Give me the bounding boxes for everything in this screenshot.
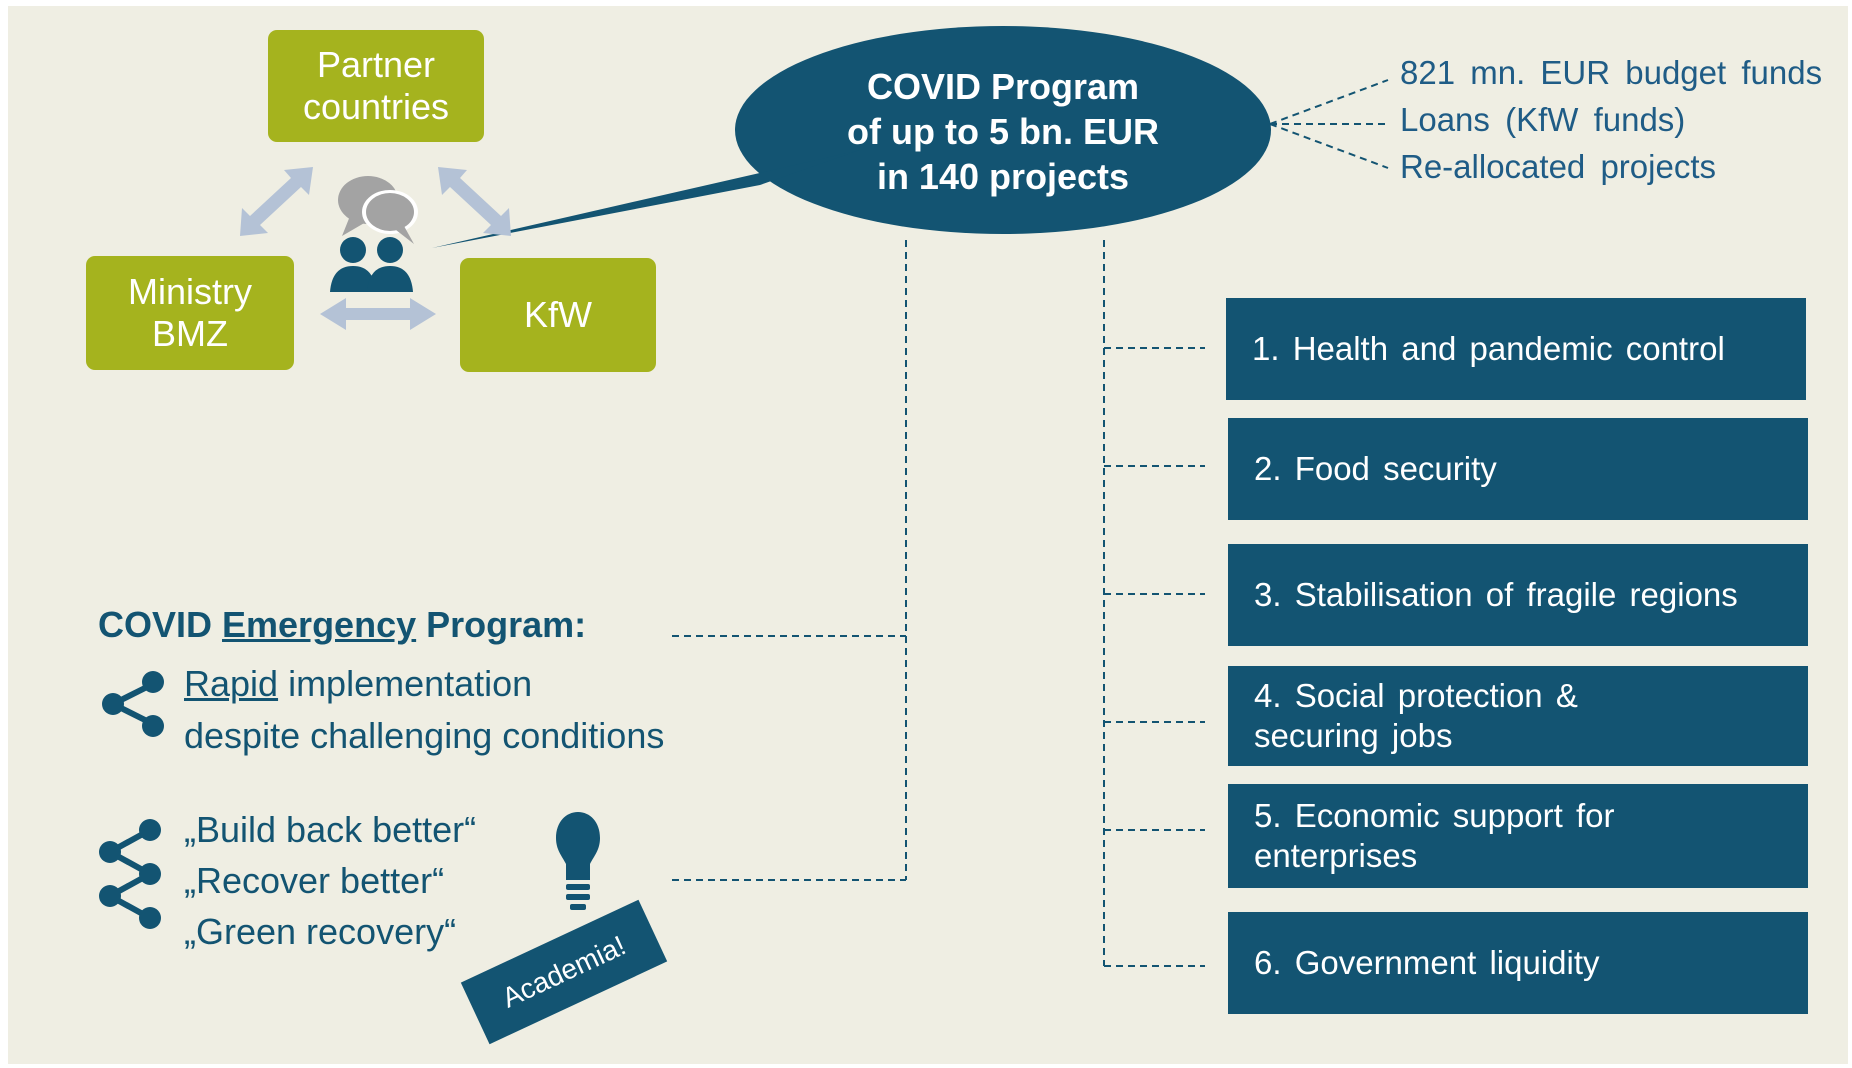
emergency-underlined: Emergency — [222, 604, 417, 645]
arrow-ministry-kfw — [320, 298, 436, 330]
people-icon — [330, 237, 413, 292]
category-label: 2. Food security — [1254, 450, 1497, 487]
rapid-line-2: despite challenging conditions — [184, 715, 665, 756]
partner-countries-box: Partner countries — [268, 30, 484, 142]
share-double-icon — [99, 819, 161, 929]
funding-item: Loans (KfW funds) — [1400, 101, 1686, 138]
slogan-item: „Build back better“ — [184, 809, 477, 850]
left-trunk — [672, 240, 907, 881]
program-line-1: COVID Program — [866, 66, 1140, 107]
rapid-rest: implementation — [278, 663, 533, 704]
lightbulb-icon — [556, 812, 600, 910]
rapid-implementation-text: Rapid implementation despite challenging… — [184, 658, 664, 762]
category-box: 3. Stabilisation of fragile regions — [1228, 544, 1808, 646]
ministry-bmz-box: Ministry BMZ — [86, 256, 294, 370]
category-label: 3. Stabilisation of fragile regions — [1254, 576, 1738, 613]
right-trunk — [1103, 240, 1205, 967]
kfw-box: KfW — [460, 258, 656, 372]
slogan-list: „Build back better“ „Recover better“ „Gr… — [184, 804, 476, 957]
category-box: 1. Health and pandemic control — [1226, 298, 1806, 400]
chat-bubbles-icon — [338, 176, 418, 244]
rapid-underlined: Rapid — [184, 663, 279, 704]
funding-connectors — [1269, 79, 1390, 169]
category-box: 4. Social protection &securing jobs — [1228, 666, 1808, 766]
emergency-suffix: Program: — [416, 604, 587, 645]
emergency-prefix: COVID — [98, 604, 223, 645]
category-label: 4. Social protection & — [1254, 677, 1578, 714]
program-title: COVID Program of up to 5 bn. EUR in 140 … — [790, 64, 1216, 199]
program-line-3: in 140 projects — [876, 156, 1130, 197]
arrow-partner-ministry — [240, 167, 313, 236]
category-label-2: enterprises — [1254, 837, 1418, 874]
category-label: 1. Health and pandemic control — [1252, 330, 1725, 367]
category-box: 6. Government liquidity — [1228, 912, 1808, 1014]
academia-badge — [460, 899, 668, 1045]
category-box: 2. Food security — [1228, 418, 1808, 520]
program-line-2: of up to 5 bn. EUR — [847, 111, 1159, 152]
program-bubble — [432, 26, 1271, 248]
actor-arrows — [240, 167, 511, 330]
funding-item: Re-allocated projects — [1400, 148, 1716, 185]
slogan-item: „Recover better“ — [184, 860, 445, 901]
funding-item: 821 mn. EUR budget funds — [1400, 54, 1823, 91]
arrow-partner-kfw — [438, 167, 511, 236]
emergency-heading: COVID Emergency Program: — [98, 604, 586, 646]
share-icon — [102, 671, 164, 737]
slogan-item: „Green recovery“ — [184, 911, 457, 952]
category-label-2: securing jobs — [1254, 717, 1453, 754]
category-label: 5. Economic support for — [1254, 797, 1615, 834]
category-label: 6. Government liquidity — [1254, 944, 1600, 981]
